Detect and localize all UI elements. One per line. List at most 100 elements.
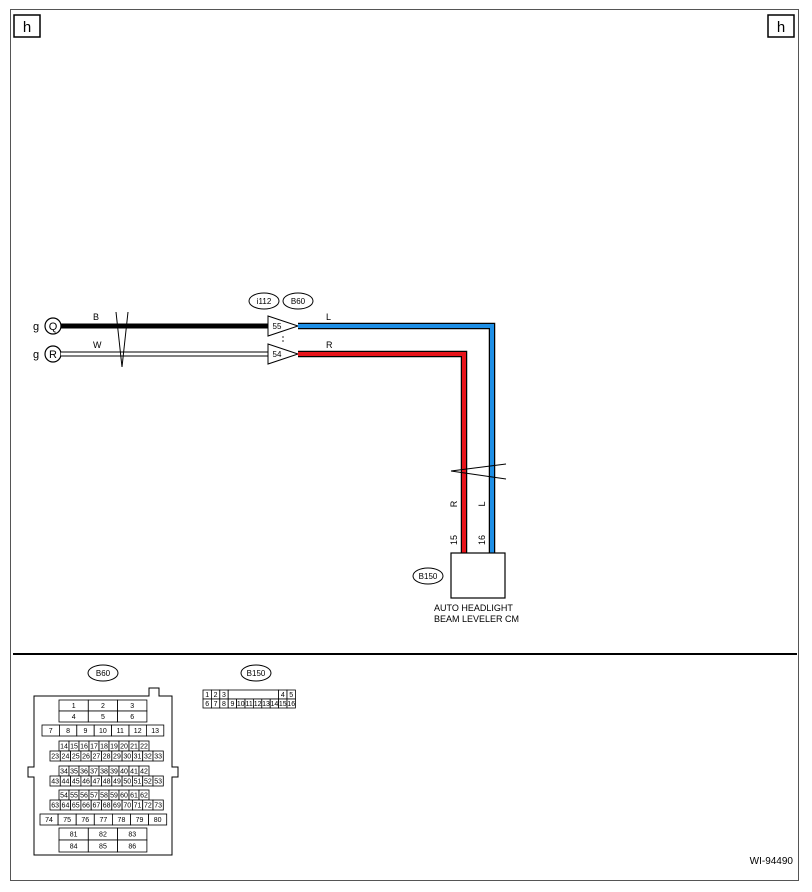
b60-cell-35: 35: [70, 769, 78, 776]
b60-cell-42: 42: [140, 769, 148, 776]
b60-cell-61: 61: [130, 793, 138, 800]
b60-cell-69: 69: [113, 803, 121, 810]
b150-cell-5: 5: [289, 692, 293, 699]
b60-cell-49: 49: [113, 779, 121, 786]
b60-cell-20: 20: [120, 744, 128, 751]
b150-cell-14: 14: [271, 701, 279, 708]
b60-cell-47: 47: [92, 779, 100, 786]
b60-cell-6-box: [117, 710, 148, 723]
b60-cell-33: 33: [154, 754, 162, 761]
b60-cell-5: 5: [101, 714, 105, 721]
b150-cell-10: 10: [237, 701, 245, 708]
terminal-r-symbol: R: [49, 349, 57, 361]
b60-cell-31: 31: [134, 754, 142, 761]
wire-red-r-outline: [298, 350, 468, 553]
wire-label-w: W: [93, 340, 102, 350]
figure-id: WI-94490: [750, 856, 794, 867]
b60-cell-12: 12: [134, 728, 142, 735]
b60-cell-21: 21: [130, 744, 138, 751]
b150-cell-1: 1: [205, 692, 209, 699]
b60-cell-52: 52: [144, 779, 152, 786]
b60-cell-50: 50: [123, 779, 131, 786]
b60-cell-19: 19: [110, 744, 118, 751]
terminal-q-letter: g: [33, 321, 39, 333]
b60-cell-83: 83: [128, 832, 136, 839]
b60-cell-85: 85: [99, 844, 107, 851]
b60-cell-62: 62: [140, 793, 148, 800]
b60-cell-78: 78: [118, 817, 126, 824]
b60-cell-72: 72: [144, 803, 152, 810]
b60-cell-58: 58: [100, 793, 108, 800]
b150-cell-4: 4: [281, 692, 285, 699]
connector-tag-b60-label: B60: [291, 297, 306, 306]
b60-cell-37: 37: [90, 769, 98, 776]
connector-tag-b60: B60: [282, 292, 314, 310]
b60-cell-48: 48: [103, 779, 111, 786]
b60-cell-73: 73: [154, 803, 162, 810]
b150-cell-13: 13: [262, 701, 270, 708]
b60-cell-8: 8: [66, 728, 70, 735]
b60-cell-43: 43: [51, 779, 59, 786]
component-name-line2: BEAM LEVELER CM: [434, 614, 519, 624]
b150-cell-3: 3: [222, 692, 226, 699]
b60-cell-7: 7: [49, 728, 53, 735]
b60-cell-32: 32: [144, 754, 152, 761]
b60-cell-82: 82: [99, 832, 107, 839]
page-marker-left-label: h: [23, 19, 31, 36]
b150-cell-12: 12: [254, 701, 262, 708]
b60-cell-13-box: [145, 724, 165, 737]
b60-cell-18: 18: [100, 744, 108, 751]
terminal-r-letter: g: [33, 349, 39, 361]
b60-cell-74: 74: [45, 817, 53, 824]
b60-cell-84: 84: [70, 844, 78, 851]
b150-cell-6: 6: [205, 701, 209, 708]
wire-label-r-vert: R: [449, 500, 459, 507]
component-name-line1: AUTO HEADLIGHT: [434, 603, 513, 613]
wire-red-r: [298, 352, 466, 553]
b60-cell-56: 56: [80, 793, 88, 800]
connector-view-b150-tag: B150: [247, 669, 266, 678]
b60-cell-22: 22: [140, 744, 148, 751]
b150-cell-15: 15: [279, 701, 287, 708]
b60-cell-9: 9: [84, 728, 88, 735]
page-marker-right: h: [767, 14, 795, 38]
b60-cell-44: 44: [62, 779, 70, 786]
b60-cell-55: 55: [70, 793, 78, 800]
b60-cell-70: 70: [123, 803, 131, 810]
connector-pin-55: 55: [267, 315, 300, 337]
b60-cell-6: 6: [130, 714, 134, 721]
b60-cell-24: 24: [62, 754, 70, 761]
b60-cell-36: 36: [80, 769, 88, 776]
b60-cell-1: 1: [72, 703, 76, 710]
terminal-q-symbol: Q: [49, 321, 58, 333]
b60-cell-16: 16: [80, 744, 88, 751]
wire-break-left: [115, 311, 129, 368]
connector-tag-i112-label: i112: [257, 297, 272, 306]
b60-cell-64: 64: [62, 803, 70, 810]
pin-label-54: 54: [273, 350, 282, 359]
b60-cell-30: 30: [123, 754, 131, 761]
wire-label-l-top: L: [326, 312, 331, 322]
b60-cell-26: 26: [82, 754, 90, 761]
b60-cell-53-box: [152, 775, 164, 787]
b60-cell-29: 29: [113, 754, 121, 761]
page-marker-left: h: [13, 14, 41, 38]
b150-cell-7: 7: [214, 701, 218, 708]
b60-cell-68: 68: [103, 803, 111, 810]
wire-label-l-vert: L: [477, 501, 487, 506]
b60-cell-76: 76: [81, 817, 89, 824]
b60-cell-27: 27: [92, 754, 100, 761]
b60-cell-28: 28: [103, 754, 111, 761]
b60-cell-13: 13: [151, 728, 159, 735]
b60-cell-77: 77: [99, 817, 107, 824]
connector-pin-54: 54: [267, 343, 300, 365]
b60-cell-17: 17: [90, 744, 98, 751]
b60-cell-25: 25: [72, 754, 80, 761]
b60-cell-4: 4: [72, 714, 76, 721]
b60-cell-57: 57: [90, 793, 98, 800]
b60-cell-71: 71: [134, 803, 142, 810]
b60-cell-38: 38: [100, 769, 108, 776]
